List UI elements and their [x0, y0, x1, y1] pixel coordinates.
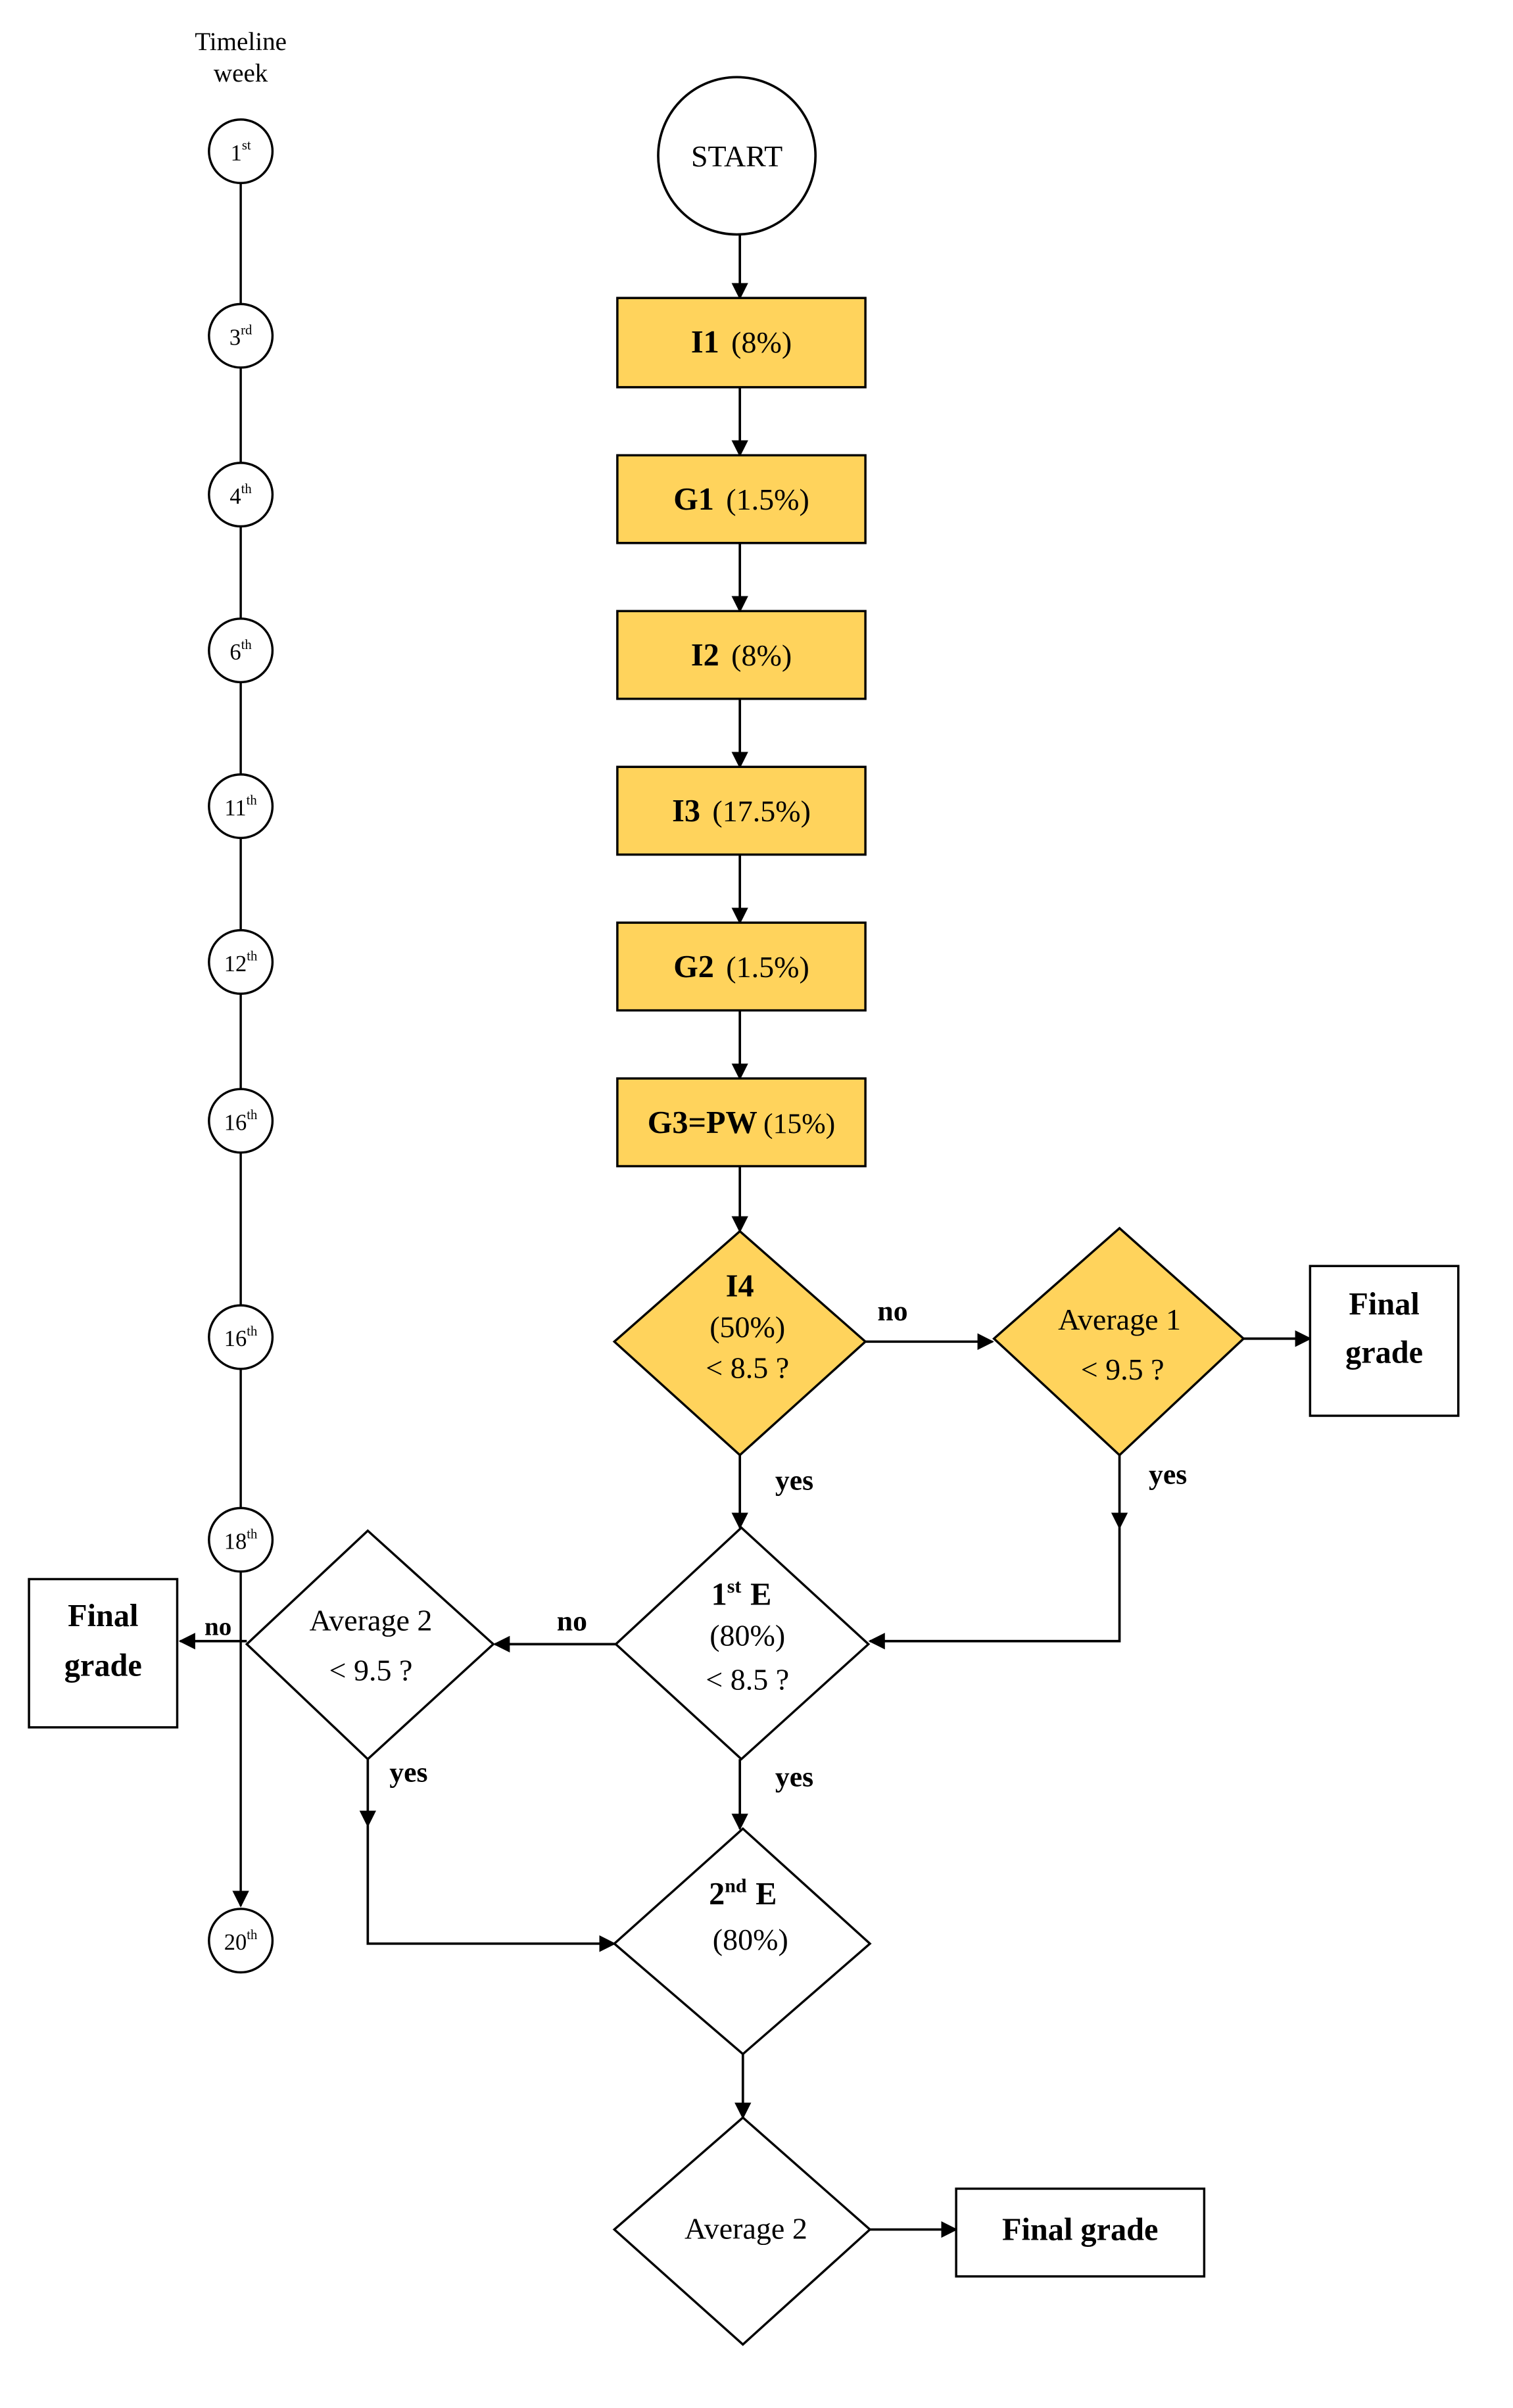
i4-weight: (50%) [709, 1310, 785, 1343]
svg-text:Final: Final [1349, 1287, 1419, 1322]
svg-text:16th: 16th [224, 1108, 258, 1135]
svg-text:3rd: 3rd [229, 323, 252, 350]
final-grade-box-bottom: Final grade [955, 2187, 1206, 2278]
avg2a-line1: Average 2 [309, 1604, 432, 1637]
svg-text:Final grade: Final grade [1002, 2213, 1158, 2248]
step-box-g2: G2(1.5%) [616, 921, 867, 1012]
week-node: 20th [208, 1908, 274, 1974]
node-average-2-final: Average 2 [612, 2116, 872, 2346]
label-no-avg2: no [204, 1613, 231, 1641]
svg-text:grade: grade [1345, 1336, 1423, 1370]
svg-text:I3(17.5%): I3(17.5%) [672, 794, 811, 829]
step-box-i3: I3(17.5%) [616, 765, 867, 856]
avg2b-label: Average 2 [684, 2211, 807, 2245]
week-node: 6th [208, 617, 274, 684]
final-grade-box-right: Final grade [1309, 1264, 1460, 1417]
svg-text:Final: Final [68, 1599, 138, 1633]
week-node: 3rd [208, 302, 274, 369]
start-label: START [691, 139, 782, 173]
svg-text:grade: grade [64, 1649, 142, 1683]
week-node: 16th [208, 1304, 274, 1370]
svg-text:I2(8%): I2(8%) [691, 638, 792, 673]
label-no-i4: no [877, 1295, 907, 1327]
svg-text:4th: 4th [229, 482, 252, 509]
svg-text:16th: 16th [224, 1324, 258, 1351]
svg-text:12th: 12th [224, 950, 258, 976]
svg-text:6th: 6th [229, 638, 252, 665]
decision-average-1: Average 1 < 9.5 ? [992, 1226, 1245, 1457]
final-grade-box-left: Final grade [28, 1577, 179, 1729]
connectors [178, 234, 1312, 2238]
week-node: 16th [208, 1088, 274, 1154]
timeline-title-line1: Timeline [195, 28, 287, 56]
step-box-i2: I2(8%) [616, 610, 867, 700]
edge-labels: no yes yes no no yes yes [204, 1295, 1187, 1793]
svg-text:20th: 20th [224, 1928, 258, 1955]
step-box-i1: I1(8%) [616, 297, 867, 389]
svg-text:G1(1.5%): G1(1.5%) [673, 482, 809, 517]
svg-text:1st: 1st [231, 139, 251, 166]
avg1-line1: Average 1 [1058, 1303, 1181, 1336]
e1-weight: (80%) [709, 1619, 785, 1652]
e2-weight: (80%) [713, 1923, 788, 1956]
i4-code: I4 [726, 1268, 754, 1303]
label-yes-avg2: yes [389, 1757, 427, 1789]
timeline-title-line2: week [214, 59, 268, 87]
start-node: START [657, 76, 817, 236]
step-box-g3-pw: G3=PW(15%) [616, 1077, 867, 1168]
label-yes-e1: yes [775, 1762, 813, 1793]
avg1-line2: < 9.5 ? [1081, 1353, 1165, 1386]
svg-text:G3=PW(15%): G3=PW(15%) [648, 1105, 835, 1140]
step-box-g1: G1(1.5%) [616, 454, 867, 544]
label-yes-i4: yes [775, 1465, 813, 1497]
svg-text:I1(8%): I1(8%) [691, 325, 792, 360]
svg-text:11th: 11th [224, 794, 257, 821]
label-yes-avg1: yes [1149, 1459, 1187, 1491]
i4-condition: < 8.5 ? [706, 1351, 789, 1385]
week-node: 4th [208, 462, 274, 528]
e1-condition: < 8.5 ? [706, 1662, 789, 1696]
decision-average-2: Average 2 < 9.5 ? [245, 1529, 495, 1761]
timeline: Timeline week 1st 3rd 4th 6th 11th 12th [195, 28, 287, 1974]
label-no-e1: no [557, 1606, 587, 1637]
svg-text:18th: 18th [224, 1527, 258, 1554]
arrow-avg2-e2 [366, 1825, 616, 1952]
svg-text:G2(1.5%): G2(1.5%) [673, 950, 809, 984]
arrow-avg1-e1 [868, 1528, 1121, 1650]
week-node: 11th [208, 773, 274, 840]
week-node: 1st [208, 118, 274, 185]
week-node: 18th [208, 1506, 274, 1573]
decision-i4: I4 (50%) < 8.5 ? [612, 1230, 867, 1457]
week-node: 12th [208, 928, 274, 995]
avg2a-line2: < 9.5 ? [329, 1654, 413, 1687]
